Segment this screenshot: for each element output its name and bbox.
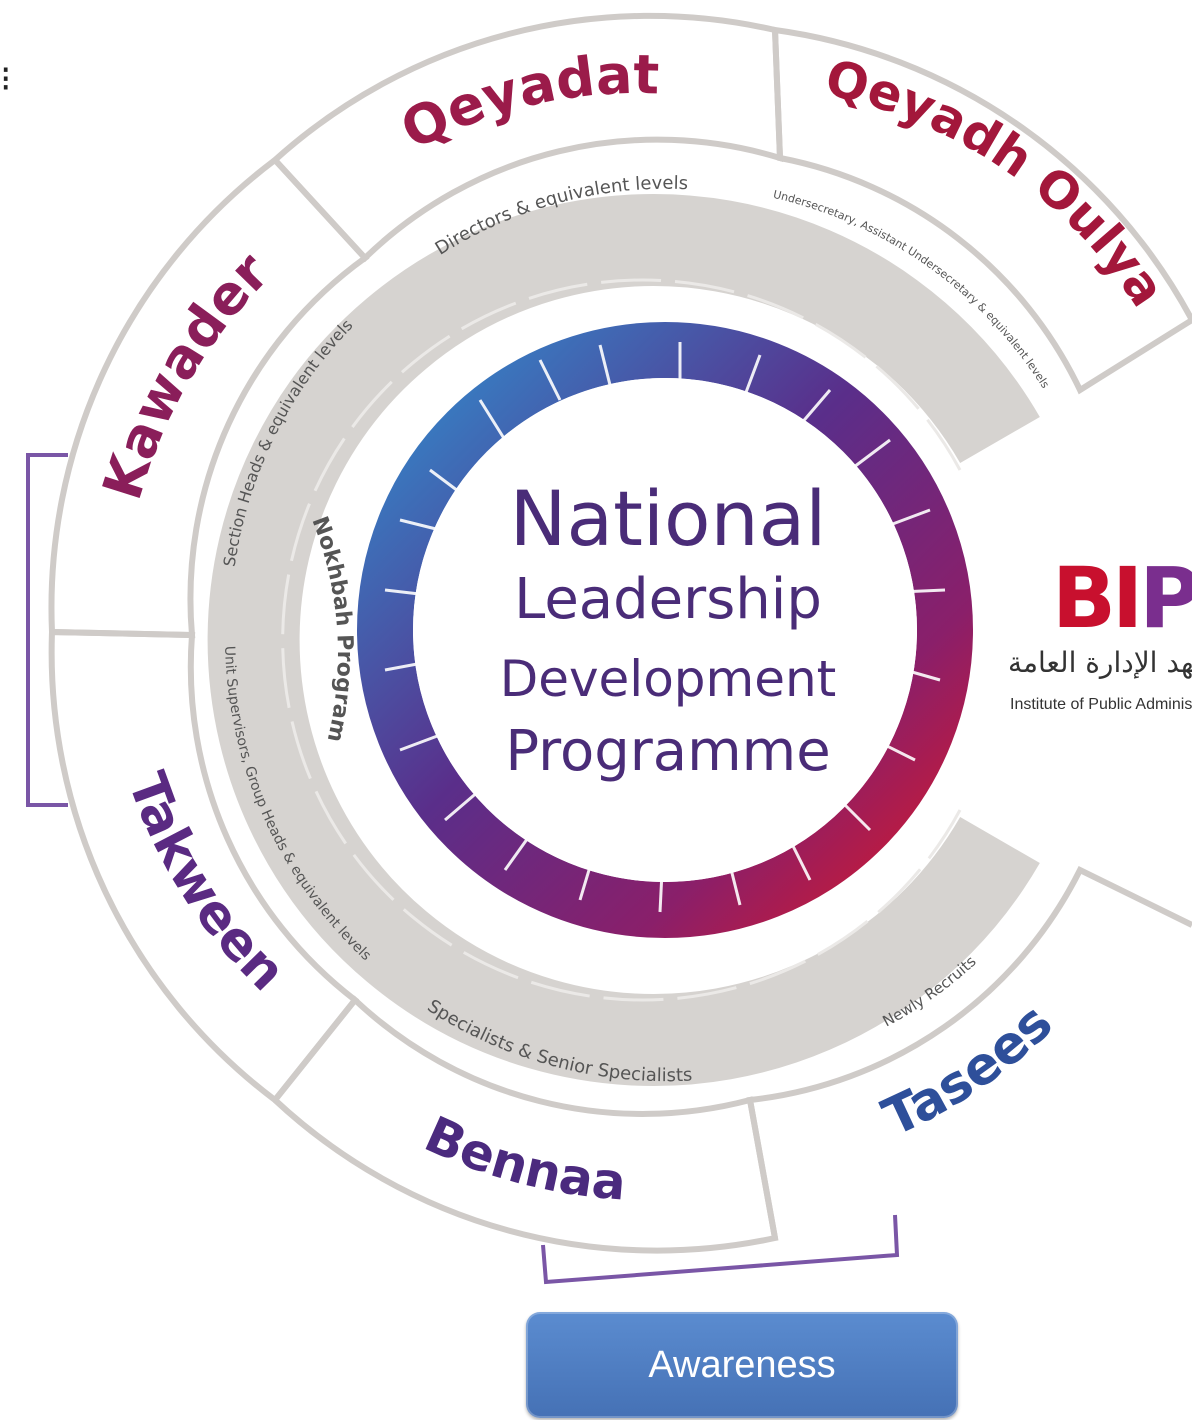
center-title-line2: Leadership [514,567,822,632]
center-title-line3: Development [500,650,837,708]
logo-english-text: Institute of Public Administration [1010,696,1192,713]
ellipsis-icon: ⁝ [0,59,12,100]
center-title-line1: National [510,474,827,563]
gradient-ring [357,322,973,938]
segment-label-bennaa: Bennaa [417,1105,629,1211]
left-bracket [26,453,68,807]
nokhbah-track [207,194,1040,1086]
bottom-bracket [541,1214,900,1285]
outer-ring [48,12,1192,1254]
center-title: National Leadership Development Programm… [500,474,837,784]
nokhbah-label: Nokhbah Program [306,513,357,744]
logo-mark: BIP [1052,549,1192,647]
awareness-button[interactable]: Awareness [526,1312,958,1418]
center-title-line4: Programme [505,719,830,784]
logo-arabic-text: معهد الإدارة العامة [1008,646,1192,679]
ipa-logo: BIP معهد الإدارة العامة Institute of Pub… [1004,546,1192,726]
